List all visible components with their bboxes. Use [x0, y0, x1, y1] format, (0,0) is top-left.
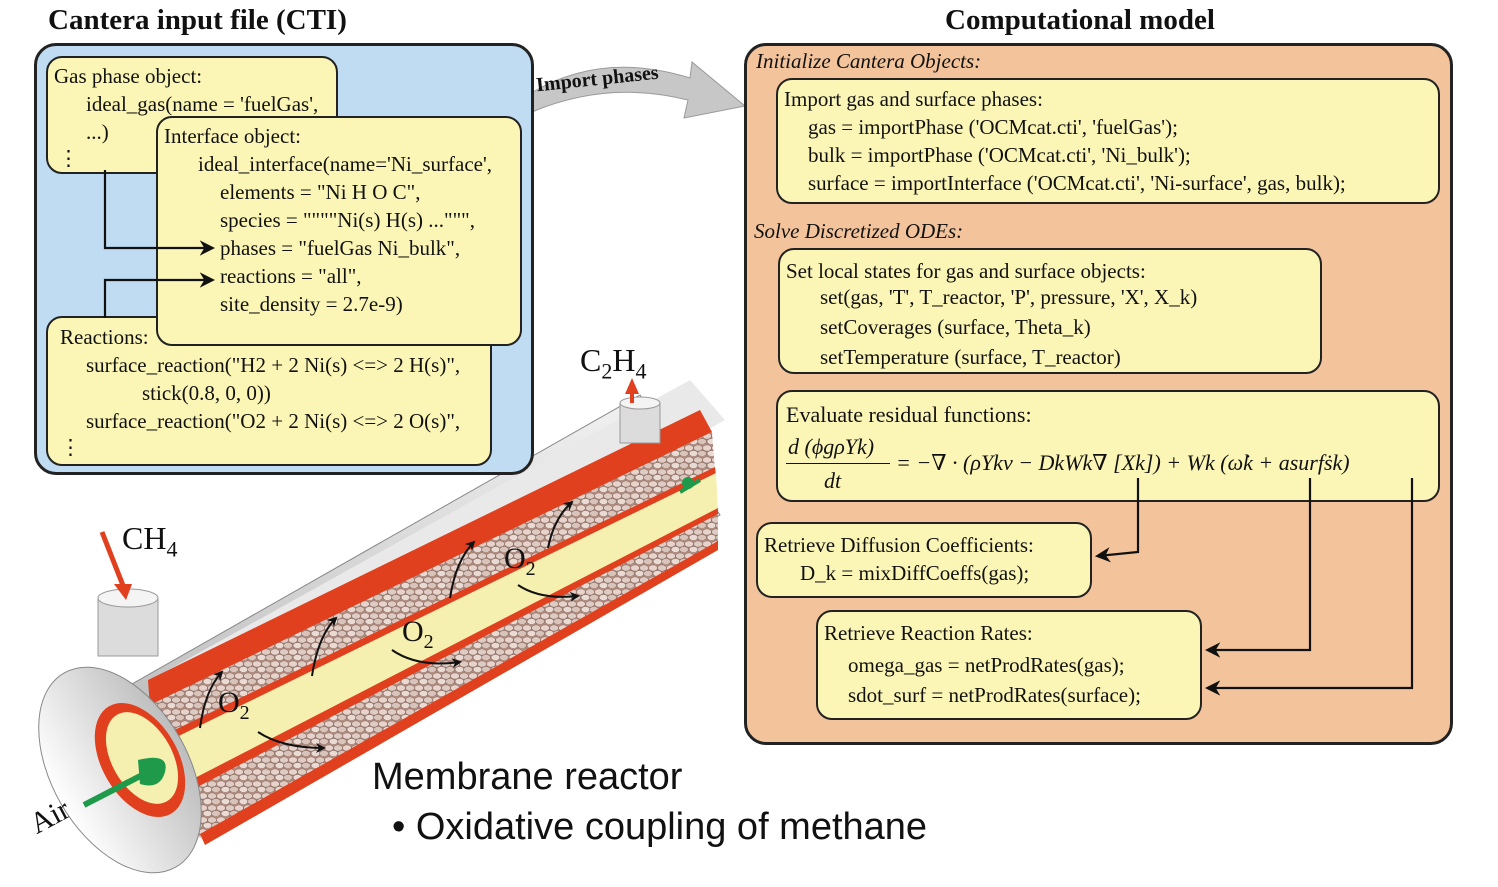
- reaction-line: surface_reaction("O2 + 2 Ni(s) <=> 2 O(s…: [86, 409, 461, 433]
- fraction-bar: [786, 463, 890, 464]
- reactor-bullet: • Oxidative coupling of methane: [392, 806, 928, 848]
- diffusion-box: Retrieve Diffusion Coefficients: D_k = m…: [756, 522, 1092, 598]
- residual-heading: Evaluate residual functions:: [786, 402, 1032, 427]
- residual-rhs: = −∇ · (ρYkv − DkWk∇ [Xk]) + Wk (ω̇k + a…: [896, 450, 1350, 475]
- reactions-heading: Reactions:: [60, 325, 149, 349]
- solve-label: Solve Discretized ODEs:: [754, 219, 964, 243]
- interface-line: species = """"Ni(s) H(s) ...""",: [220, 208, 475, 232]
- interface-line: reactions = "all",: [220, 264, 362, 288]
- o2-label: O2: [218, 686, 250, 724]
- states-line: set(gas, 'T', T_reactor, 'P', pressure, …: [820, 285, 1198, 309]
- interface-line: site_density = 2.7e-9): [220, 292, 403, 316]
- membrane-reactor-illustration: [38, 378, 725, 874]
- gas-phase-line: ideal_gas(name = 'fuelGas',: [86, 92, 319, 116]
- states-heading: Set local states for gas and surface obj…: [786, 259, 1146, 283]
- interface-line: elements = "Ni H O C",: [220, 180, 421, 204]
- model-title: Computational model: [945, 4, 1215, 36]
- set-states-box: Set local states for gas and surface obj…: [778, 248, 1322, 374]
- import-heading: Import gas and surface phases:: [784, 87, 1043, 111]
- init-label: Initialize Cantera Objects:: [756, 49, 982, 73]
- o2-label: O2: [402, 615, 434, 653]
- gas-phase-heading: Gas phase object:: [54, 64, 203, 88]
- diffusion-heading: Retrieve Diffusion Coefficients:: [764, 533, 1034, 557]
- reactions-ellipsis-bottom: ⋮: [60, 435, 81, 459]
- import-line: gas = importPhase ('OCMcat.cti', 'fuelGa…: [808, 115, 1178, 139]
- interface-heading: Interface object:: [164, 124, 301, 148]
- cti-title: Cantera input file (CTI): [48, 4, 347, 36]
- rates-line: sdot_surf = netProdRates(surface);: [848, 683, 1141, 707]
- residual-denominator: dt: [824, 468, 842, 493]
- rates-line: omega_gas = netProdRates(gas);: [848, 653, 1125, 677]
- interface-line: phases = "fuelGas Ni_bulk",: [220, 236, 461, 260]
- reaction-rates-box: Retrieve Reaction Rates: omega_gas = net…: [816, 610, 1202, 720]
- residual-numerator: d (ϕgρYk): [788, 434, 875, 459]
- gas-phase-ellipsis: ⋮: [58, 146, 79, 170]
- c2h4-label: C2H4: [580, 342, 647, 384]
- import-line: bulk = importPhase ('OCMcat.cti', 'Ni_bu…: [808, 143, 1191, 167]
- residual-box: Evaluate residual functions: d (ϕgρYk) d…: [776, 390, 1440, 502]
- reaction-line: surface_reaction("H2 + 2 Ni(s) <=> 2 H(s…: [86, 353, 461, 377]
- diffusion-line: D_k = mixDiffCoeffs(gas);: [800, 561, 1030, 585]
- interface-box: Interface object: ideal_interface(name='…: [156, 116, 522, 346]
- o2-label: O2: [504, 542, 536, 580]
- import-phases-box: Import gas and surface phases: gas = imp…: [776, 78, 1440, 204]
- interface-line: ideal_interface(name='Ni_surface',: [198, 152, 492, 176]
- import-line: surface = importInterface ('OCMcat.cti',…: [808, 171, 1346, 195]
- reactor-caption: Membrane reactor: [372, 756, 683, 798]
- ch4-label: CH4: [122, 520, 178, 562]
- states-line: setCoverages (surface, Theta_k): [820, 315, 1091, 339]
- states-line: setTemperature (surface, T_reactor): [820, 345, 1121, 369]
- reaction-line: stick(0.8, 0, 0)): [142, 381, 271, 405]
- gas-phase-line: ...): [86, 120, 109, 144]
- rates-heading: Retrieve Reaction Rates:: [824, 621, 1033, 645]
